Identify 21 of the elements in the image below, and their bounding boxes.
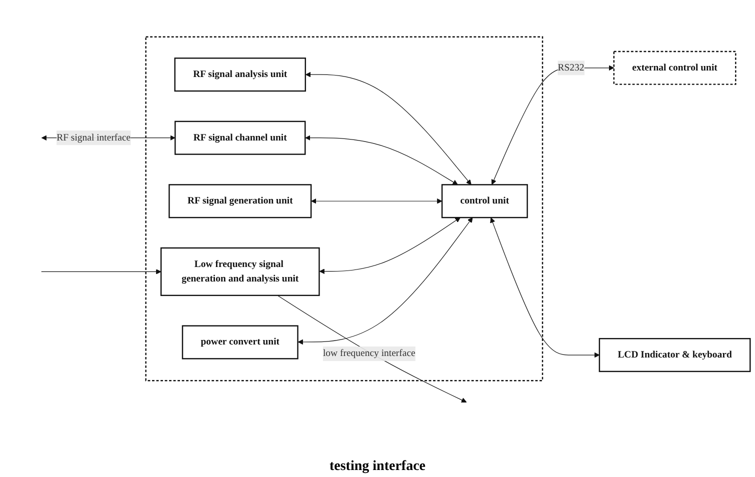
node-box: RF signal channel unit [174,120,306,155]
arrow [305,135,458,185]
node-box: Low frequency signal generation and analysis unit [160,247,320,296]
arrow [298,217,473,345]
arrow [41,269,162,274]
arrow [311,198,442,204]
edge-label: RF signal interface [56,132,131,143]
cluster [145,36,544,382]
arrow [277,295,467,403]
node-box: power convert unit [182,325,298,360]
arrow [305,72,472,185]
interface-label: testing interface [329,459,426,474]
node-box: RF signal generation unit [168,184,312,218]
edge-label: RS232 [558,62,584,73]
node-box: RF signal analysis unit [174,58,306,92]
edge-label: low frequency interface [322,348,416,359]
node-box: external control unit [613,50,736,85]
arrow [490,218,600,358]
node-box: LCD Indicator & keyboard [598,338,751,372]
node-box: control unit [441,184,528,218]
arrow [319,217,460,274]
